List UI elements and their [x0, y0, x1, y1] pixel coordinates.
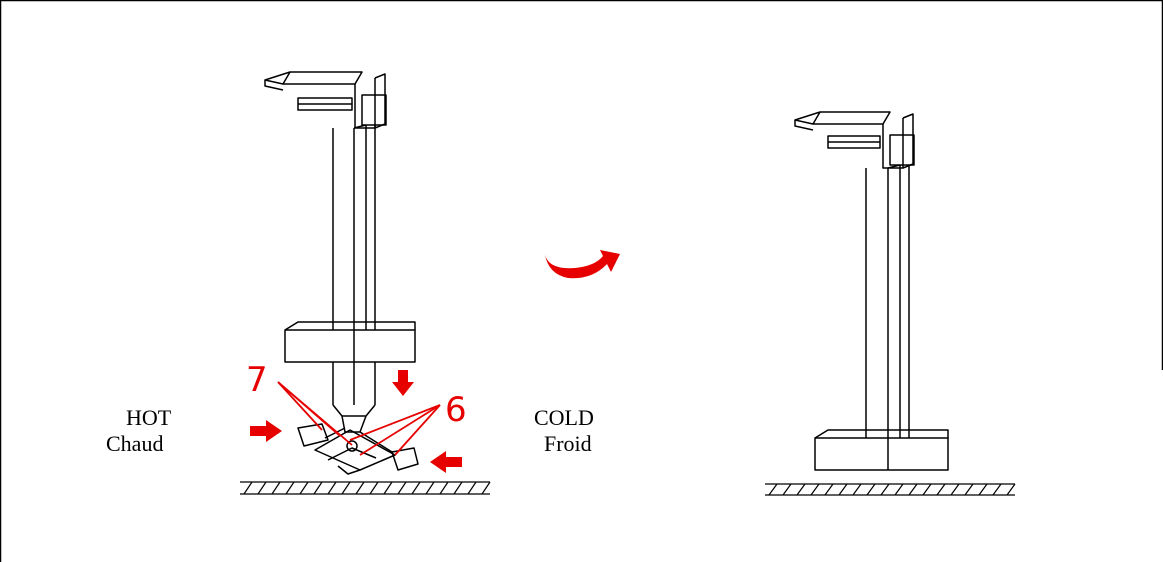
ground-right [765, 483, 1016, 496]
ground-left [240, 481, 491, 495]
hot-label-french: Chaud [106, 431, 164, 456]
callout-number-7: 7 [246, 360, 268, 400]
arrow-icon [430, 451, 462, 473]
faucet-before-install [264, 71, 419, 475]
cold-label: COLD [534, 405, 594, 430]
arrow-icon [392, 370, 414, 396]
faucet-installed [794, 111, 949, 471]
arrow-icon [250, 420, 282, 442]
cold-label-french: Froid [544, 431, 592, 456]
callout-lines [277, 381, 441, 456]
hot-label: HOT [126, 405, 172, 430]
inlet-arrows [250, 370, 462, 473]
callout-number-6: 6 [445, 390, 467, 430]
curved-arrow-icon [545, 250, 620, 279]
